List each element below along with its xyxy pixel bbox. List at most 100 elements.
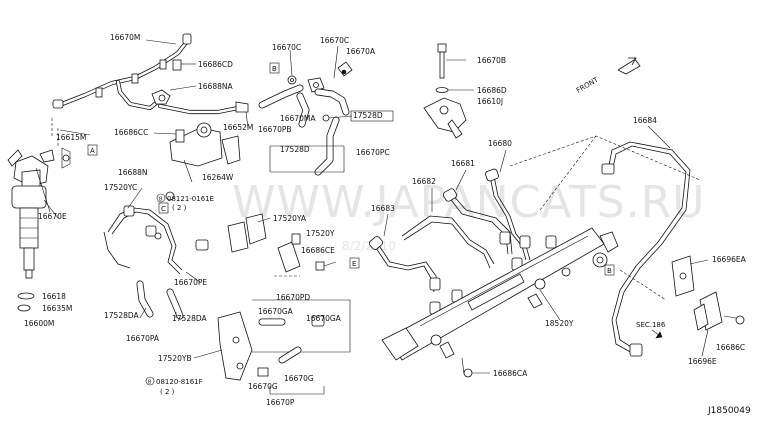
frame-17528d — [269, 145, 345, 173]
label-16686cc[interactable]: 16686CC — [114, 128, 148, 137]
bracket-17520yb — [217, 311, 253, 381]
label-17528da-1[interactable]: 17528DA — [104, 311, 140, 320]
label-16264w[interactable]: 16264W — [202, 173, 234, 182]
label-16670ga-2[interactable]: 16670GA — [306, 314, 342, 323]
label-17528da-2[interactable]: 17528DA — [172, 314, 208, 323]
label-16635m[interactable]: 16635M — [42, 304, 72, 313]
label-16683[interactable]: 16683 — [371, 204, 395, 213]
label-16670pa[interactable]: 16670PA — [126, 334, 160, 343]
clip-17520ya — [227, 213, 267, 253]
label-16670c-2[interactable]: 16670C — [320, 36, 349, 45]
label-17528d-1[interactable]: 17528D — [353, 111, 383, 120]
clamp-16670c — [287, 75, 297, 85]
label-16686d[interactable]: 16686D — [477, 86, 507, 95]
svg-text:C: C — [161, 205, 166, 213]
label-16681[interactable]: 16681 — [451, 159, 475, 168]
leader-lines — [43, 39, 709, 359]
label-17520yc[interactable]: 17520YC — [104, 183, 137, 192]
connector-16686cd — [172, 59, 196, 71]
fitting-16670c-upper — [307, 77, 325, 93]
label-16682[interactable]: 16682 — [412, 177, 436, 186]
label-16670g-2[interactable]: 16670G — [248, 382, 278, 391]
return-hose-16670ma — [314, 88, 350, 176]
label-16652m[interactable]: 16652M — [223, 123, 253, 132]
washer-16686d — [435, 87, 474, 93]
label-16610j[interactable]: 16610J — [477, 97, 503, 106]
label-16670a[interactable]: 16670A — [346, 47, 376, 56]
label-16680[interactable]: 16680 — [488, 139, 512, 148]
view-marker-e[interactable]: E — [349, 257, 360, 269]
label-17520y[interactable]: 17520Y — [306, 229, 335, 238]
bracket-16610j — [423, 97, 467, 139]
view-marker-b-rail[interactable]: B — [604, 264, 615, 276]
label-16670ma[interactable]: 16670MA — [280, 114, 316, 123]
label-16670g-1[interactable]: 16670G — [284, 374, 314, 383]
clamp-17528d — [322, 114, 353, 122]
label-16670pc[interactable]: 16670PC — [356, 148, 390, 157]
label-16600m[interactable]: 16600M — [24, 319, 54, 328]
svg-text:E: E — [352, 260, 356, 268]
label-16670b[interactable]: 16670B — [477, 56, 506, 65]
frame-16670p — [269, 386, 325, 395]
svg-text:B: B — [148, 380, 152, 386]
label-16670pd[interactable]: 16670PD — [276, 293, 310, 302]
label-16688n[interactable]: 16688N — [118, 168, 147, 177]
bolt-16670b — [437, 43, 466, 79]
label-16684[interactable]: 16684 — [633, 116, 657, 125]
bracket-17520y — [277, 233, 301, 273]
svg-text:B: B — [159, 197, 163, 203]
label-16686cd[interactable]: 16686CD — [198, 60, 233, 69]
label-16688na[interactable]: 16688NA — [198, 82, 233, 91]
section-ref-186[interactable]: SEC.186 — [636, 321, 666, 339]
label-16670ga-1[interactable]: 16670GA — [258, 307, 294, 316]
leak-off-pipe-upper — [52, 33, 192, 111]
date-stamp: 8/2/2010 — [342, 239, 396, 253]
svg-text:B: B — [607, 267, 612, 275]
washer-16635m — [17, 304, 31, 312]
label-16686c[interactable]: 16686C — [716, 343, 745, 352]
front-arrow-icon: FRONT — [575, 57, 641, 95]
return-hose-16670pb — [296, 92, 310, 128]
label-16686ca[interactable]: 16686CA — [493, 369, 528, 378]
bolt-ref-08121[interactable]: B 08121-0161E ( 2 ) — [156, 193, 214, 212]
label-16670pe[interactable]: 16670PE — [174, 278, 207, 287]
svg-text:( 2 ): ( 2 ) — [172, 204, 187, 212]
label-16670c-1[interactable]: 16670C — [272, 43, 301, 52]
label-17528d-2[interactable]: 17528D — [280, 145, 310, 154]
diagram-id: J1850049 — [707, 406, 751, 416]
clips-17520yc — [123, 191, 209, 251]
svg-text:08121-0161E: 08121-0161E — [167, 195, 214, 203]
injection-tube-16683 — [369, 236, 439, 293]
label-16615m[interactable]: 16615M — [56, 133, 86, 142]
view-marker-b-upper[interactable]: B — [269, 62, 280, 74]
label-16670m[interactable]: 16670M — [110, 33, 140, 42]
frame-16670pd — [252, 299, 351, 353]
svg-text:B: B — [272, 65, 277, 73]
clamp-16670a — [337, 61, 353, 77]
label-16696e[interactable]: 16696E — [688, 357, 717, 366]
feed-tube-16684 — [601, 141, 691, 357]
label-16696ea[interactable]: 16696EA — [712, 255, 747, 264]
label-16670e[interactable]: 16670E — [38, 212, 67, 221]
svg-text:SEC.186: SEC.186 — [636, 321, 666, 329]
view-marker-c[interactable]: C — [158, 202, 169, 214]
label-16618[interactable]: 16618 — [42, 292, 66, 301]
label-17520ya[interactable]: 17520YA — [273, 214, 307, 223]
label-17520yb[interactable]: 17520YB — [158, 354, 192, 363]
bolt-ref-08120[interactable]: B 08120-8161F ( 2 ) — [145, 376, 203, 396]
label-16670pb[interactable]: 16670PB — [258, 125, 292, 134]
bolt-16686ce — [315, 261, 337, 271]
label-16670p[interactable]: 16670P — [266, 398, 295, 407]
bracket-16696e — [693, 291, 723, 331]
view-marker-a[interactable]: A — [87, 144, 98, 156]
connector-16688na — [151, 85, 197, 105]
svg-text:( 2 ): ( 2 ) — [160, 388, 175, 396]
injector-16600m — [7, 147, 71, 279]
hose-17528da — [136, 280, 184, 320]
label-18520y[interactable]: 18520Y — [545, 319, 574, 328]
svg-text:A: A — [90, 147, 95, 155]
bracket-16696ea — [671, 255, 695, 297]
label-16686ce[interactable]: 16686CE — [301, 246, 335, 255]
label-17528d-1-box — [350, 110, 394, 122]
